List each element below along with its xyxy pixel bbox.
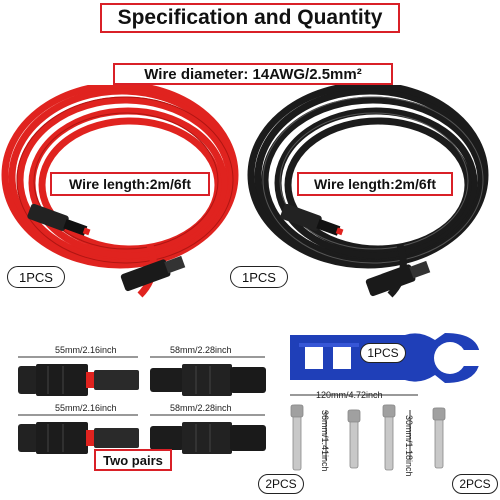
male-connector-dim-top: 55mm/2.16inch (55, 345, 117, 355)
two-pairs-label: Two pairs (94, 449, 172, 471)
wrench-dim-label: 120mm/4.72inch (316, 390, 383, 400)
female-connector-top-image (150, 364, 266, 396)
male-connector-top-image (18, 364, 139, 396)
black-cable-qty-label: 1PCS (230, 266, 288, 288)
female-connector-dim-bottom: 58mm/2.28inch (170, 403, 232, 413)
crimp-pins-image (290, 404, 446, 471)
female-connector-bottom-image (150, 422, 266, 454)
male-connector-dim-bottom: 55mm/2.16inch (55, 403, 117, 413)
right-pin-qty-label: 2PCS (452, 474, 498, 494)
left-pin-dim-label: 36mm/1.41inch (320, 410, 330, 472)
page-title: Specification and Quantity (100, 3, 400, 33)
black-cable-coil-image (247, 85, 489, 298)
right-pin-dim-label: 30mm/1.18inch (404, 415, 414, 477)
red-wire-length-label: Wire length:2m/6ft (50, 172, 210, 196)
black-wire-length-label: Wire length:2m/6ft (297, 172, 453, 196)
male-connector-bottom-image (18, 422, 139, 454)
red-cable-qty-label: 1PCS (7, 266, 65, 288)
red-cable-coil-image (1, 85, 239, 298)
left-pin-qty-label: 2PCS (258, 474, 304, 494)
female-connector-dim-top: 58mm/2.28inch (170, 345, 232, 355)
wire-diameter-label: Wire diameter: 14AWG/2.5mm² (113, 63, 393, 85)
wrench-qty-label: 1PCS (360, 343, 406, 363)
